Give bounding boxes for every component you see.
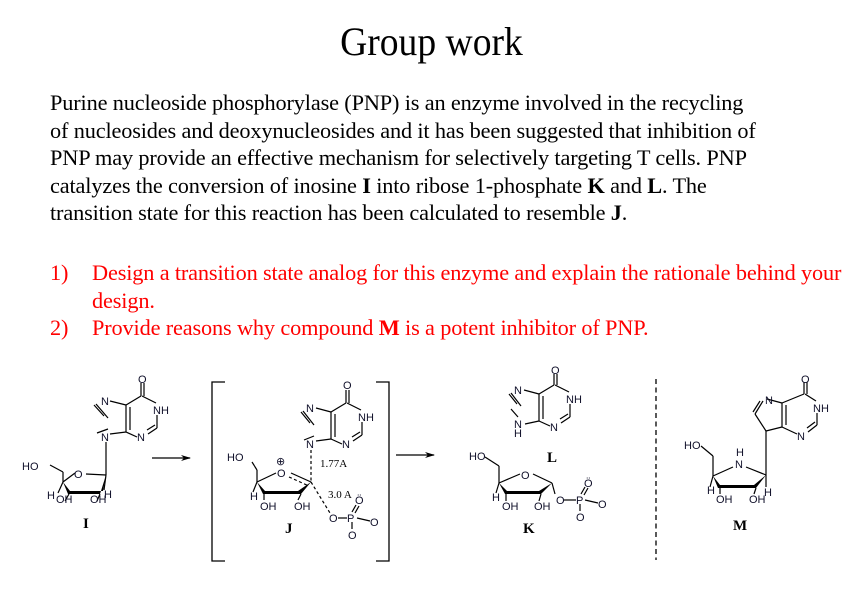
question-text: Provide reasons why compound M is a pote… [92,314,850,342]
text: . [621,200,628,226]
compound-label-K: K [523,521,535,537]
atom-label: H [47,490,55,502]
compound-ref-K: K [587,172,605,198]
atom-label: Ö [355,495,364,507]
atom-label: O [556,495,565,507]
compound-K-atoms: HO O H OH OH O P Ö O O K [469,451,607,537]
atom-label: N [137,432,145,444]
atom-label: NH [153,405,169,417]
atom-label: H [764,487,772,499]
atom-label: OH [502,501,519,513]
question-1: 1) Design a transition state analog for … [50,259,850,314]
compound-I-atoms: O N NH N N HO O H OH OH H I [22,374,169,532]
atom-label: OH [260,501,277,513]
atom-label: O [74,469,83,481]
atom-label: O [138,374,147,386]
compound-L-atoms: O N NH N H N L [514,365,582,466]
atom-label: OH [56,494,73,506]
compound-L-structure [508,374,571,427]
paragraph-line: transition state for this reaction has b… [50,199,850,227]
atom-label: O [343,380,352,392]
atom-label: H [250,491,258,503]
atom-label: O [277,468,286,480]
compound-J-atoms: O N NH N N HO ⊕ O 1.77A 3.0 A H OH OH Ö … [227,380,379,542]
atom-label: O [598,499,607,511]
atom-label: OH [716,494,733,506]
atom-label: OH [749,494,766,506]
compound-M-atoms: O N NH N HO H N H OH OH H M [684,374,829,534]
atom-label: N [735,459,743,471]
atom-label: O [521,470,530,482]
atom-label: O [576,512,585,524]
text: Provide reasons why compound [92,315,379,340]
atom-label: NH [566,394,582,406]
atom-label: O [348,530,357,542]
text: into ribose 1-phosphate [370,172,588,198]
compound-ref-M: M [378,315,400,340]
atom-label: P [347,513,354,525]
atom-label: Ö [584,478,593,490]
atom-label: N [101,432,109,444]
compound-ref-L: L [647,172,663,198]
text: and [604,172,648,198]
atom-label: HO [22,461,39,473]
text: is a potent inhibitor of PNP. [399,315,649,340]
compound-ref-I: I [362,172,371,198]
text: catalyzes the conversion of inosine [50,172,363,198]
question-2: 2) Provide reasons why compound M is a p… [50,314,850,342]
compound-I-structure [49,383,158,502]
atom-label: O [551,365,560,377]
compound-K-structure [484,456,599,511]
atom-label: OH [534,501,551,513]
bond-distance-c-o: 3.0 A [328,489,352,501]
atom-label: N [101,396,109,408]
atom-label: N [797,431,805,443]
compound-J-structure [251,390,371,529]
compound-ref-J: J [610,200,622,226]
atom-label: P [576,495,583,507]
atom-label: N [514,385,522,397]
text: . The [662,172,707,198]
atom-label: H [104,489,112,501]
atom-label: O [801,374,810,386]
compound-label-J: J [285,521,293,537]
transition-state-brackets [211,381,390,562]
atom-label: O [370,517,379,529]
compound-label-L: L [547,450,557,466]
atom-label: NH [358,412,374,424]
atom-label: N [342,439,350,451]
atom-label: O [329,513,338,525]
atom-label: N [306,403,314,415]
atom-label: HO [684,440,701,452]
oxocarbenium-charge: ⊕ [276,456,285,468]
atom-label: OH [90,494,107,506]
paragraph-line: Purine nucleoside phosphorylase (PNP) is… [50,90,744,115]
atom-label: N [765,395,773,407]
question-text: Design a transition state analog for thi… [92,260,842,313]
atom-label: H [492,492,500,504]
paragraph-line: catalyzes the conversion of inosine I in… [50,172,850,200]
question-list: 1) Design a transition state analog for … [50,259,850,342]
atom-label: OH [294,501,311,513]
paragraph-line: of nucleosides and deoxynucleosides and … [50,117,756,143]
atom-label: N [514,419,522,431]
slide-title: Group work [340,19,523,64]
atom-label: H [707,485,715,497]
atom-label: HO [227,452,244,464]
paragraph-line: PNP may provide an effective mechanism f… [50,145,747,171]
atom-label: HO [469,451,486,463]
question-number: 2) [50,315,69,340]
atom-label: H [514,428,522,440]
intro-paragraph: Purine nucleoside phosphorylase (PNP) is… [50,89,850,227]
atom-label: N [306,439,314,451]
question-number: 1) [50,260,69,285]
atom-label: NH [813,403,829,415]
compound-label-I: I [83,516,89,532]
compound-label-M: M [733,518,747,534]
text: transition state for this reaction has b… [50,200,611,226]
atom-label: H [736,447,744,459]
atom-label: N [550,422,558,434]
compound-M-structure [700,382,818,495]
bond-distance-c-n: 1.77A [320,458,347,470]
